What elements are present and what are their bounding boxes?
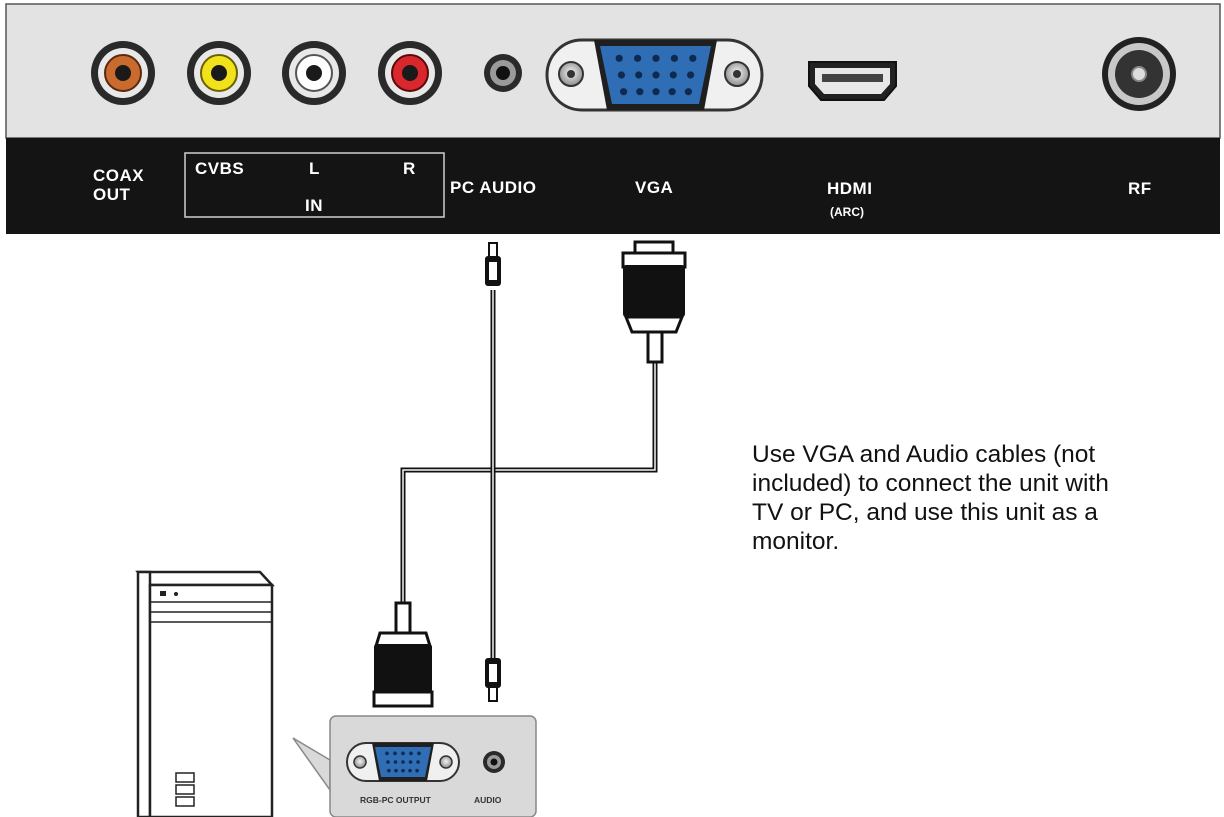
vga-pin (652, 88, 660, 96)
instructions-text: Use VGA and Audio cables (not included) … (752, 440, 1202, 556)
vga-pin (409, 751, 413, 756)
callout-pointer (292, 737, 331, 793)
vga-pin (386, 760, 390, 764)
right-channel-label: R (403, 159, 416, 178)
pc-audio-jack[interactable] (484, 54, 522, 92)
audio-right-in-jack[interactable] (378, 41, 442, 105)
rf-jack[interactable] (1102, 37, 1176, 111)
rf-label: RF (1128, 179, 1152, 198)
audio-plug-top (485, 242, 501, 286)
instructions-line: TV or PC, and use this unit as a (752, 499, 1098, 526)
vga-pin (636, 88, 644, 96)
vga-plug-bottom (372, 601, 434, 708)
vga-pin (416, 760, 420, 764)
vga-pin (393, 760, 398, 764)
vga-pin (635, 71, 643, 79)
vga-pin (670, 54, 679, 62)
rgb-pc-output-label: RGB-PC OUTPUT (360, 795, 431, 805)
vga-pin (401, 760, 405, 764)
pc-vga-output-port (346, 742, 460, 782)
vga-label: VGA (635, 178, 674, 197)
arc-label: (ARC) (830, 205, 864, 219)
vga-pin (415, 768, 419, 773)
cvbs-in-jack[interactable] (187, 41, 251, 105)
hdmi-label: HDMI (827, 179, 873, 198)
vga-pin (684, 88, 692, 96)
in-label: IN (305, 196, 323, 215)
left-channel-label: L (309, 159, 320, 178)
instructions-line: monitor. (752, 528, 840, 555)
pc-tower (135, 570, 275, 817)
vga-pin (408, 760, 413, 764)
instructions-line: Use VGA and Audio cables (not (752, 441, 1096, 468)
instructions-line: included) to connect the unit with (752, 470, 1109, 497)
pc-audio-output-label: AUDIO (474, 795, 502, 805)
vga-cable (400, 362, 658, 605)
pc-audio-output-jack (483, 751, 505, 773)
pc-audio-label: PC AUDIO (450, 178, 537, 197)
coax-out-jack[interactable] (91, 41, 155, 105)
vga-port[interactable] (545, 38, 764, 112)
coax-out-label: COAX OUT (93, 166, 145, 204)
vga-pin (652, 54, 660, 62)
vga-pin (401, 751, 405, 756)
vga-pin (668, 88, 676, 96)
hdmi-port[interactable] (808, 61, 897, 101)
vga-pin (686, 71, 695, 79)
audio-left-in-jack[interactable] (282, 41, 346, 105)
vga-pin (387, 768, 391, 773)
panel-label-bar (6, 138, 1220, 234)
vga-pin (634, 54, 642, 62)
vga-pin (393, 751, 397, 756)
vga-pin (408, 768, 412, 773)
in-group-outline (184, 152, 445, 218)
vga-pin (617, 71, 626, 79)
tv-back-panel (5, 3, 1221, 234)
cvbs-label: CVBS (195, 159, 245, 178)
vga-pin (620, 88, 628, 96)
vga-plug-top (621, 240, 687, 364)
audio-plug-bottom (485, 658, 501, 702)
vga-pin (689, 54, 697, 62)
vga-pin (394, 768, 398, 773)
vga-pin (417, 751, 421, 756)
vga-pin (401, 768, 405, 773)
vga-pin (652, 71, 660, 79)
vga-pin (669, 71, 677, 79)
vga-pin (615, 54, 623, 62)
vga-pin (385, 751, 389, 756)
